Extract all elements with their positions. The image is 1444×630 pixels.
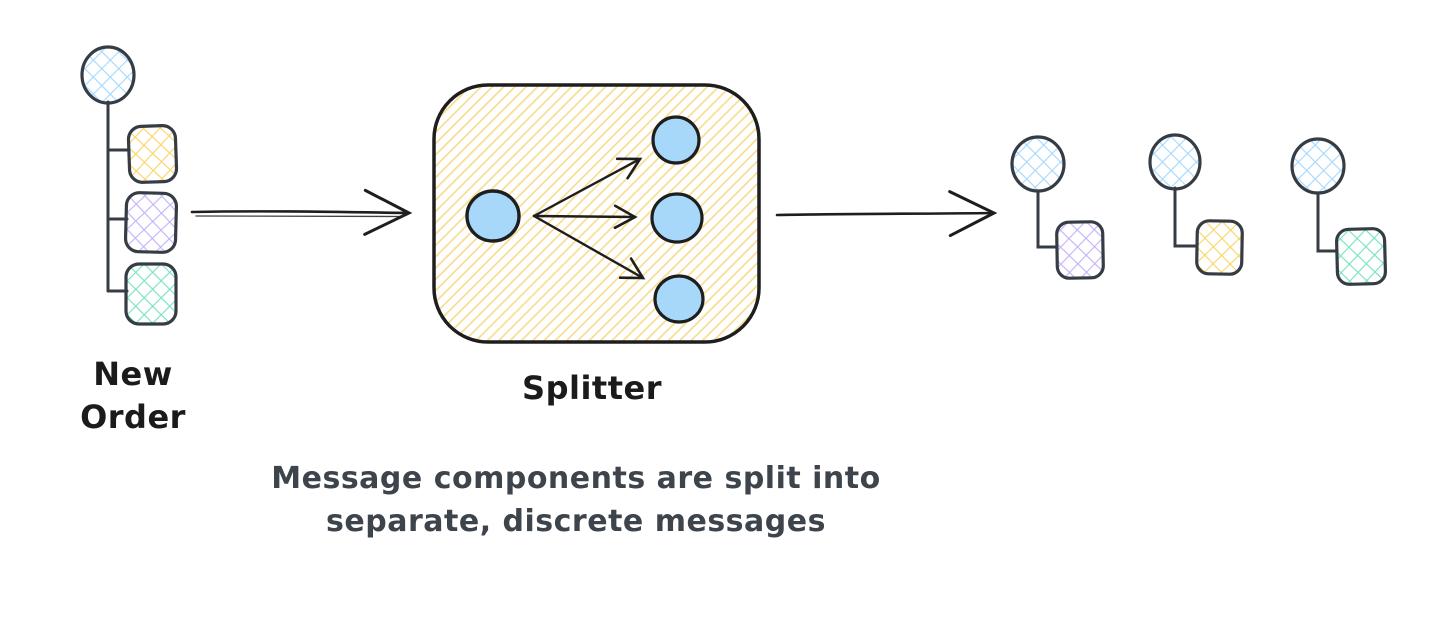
output-message-purple: [1010, 135, 1105, 280]
fan-arrow-bottom: [532, 214, 646, 280]
caption: Message components are split into separa…: [271, 461, 880, 539]
output-message-1-connector: [1036, 189, 1059, 249]
fan-arrow-middle: [532, 204, 638, 230]
splitter-label: Splitter: [522, 369, 662, 407]
splitter-output-circle-middle: [650, 192, 704, 244]
output-message-green: [1290, 137, 1388, 286]
message-header-circle: [80, 45, 136, 105]
order-part-yellow: [126, 124, 179, 184]
caption-line1: Message components are split into: [271, 461, 880, 496]
new-order-message: New Order: [80, 45, 186, 436]
new-order-label-line2: Order: [80, 398, 186, 436]
splitter-node: Splitter: [432, 83, 761, 407]
input-arrow: [190, 188, 413, 236]
output-message-yellow: [1148, 133, 1244, 276]
message-tree-connector: [106, 100, 131, 293]
output-message-3-part-green: [1335, 227, 1388, 286]
caption-line2: separate, discrete messages: [326, 504, 826, 539]
input-arrow-line: [190, 188, 413, 236]
output-arrow: [775, 190, 998, 238]
splitter-fan-arrows: [532, 157, 646, 280]
output-message-1-header-circle: [1010, 135, 1066, 193]
order-part-purple: [123, 191, 179, 254]
splitter-output-circle-top: [651, 115, 701, 165]
output-arrow-line: [775, 190, 998, 238]
output-message-2-connector: [1173, 186, 1199, 248]
output-message-2-header-circle: [1148, 133, 1202, 191]
output-message-1-part-purple: [1055, 220, 1105, 280]
output-message-3-header-circle: [1290, 137, 1346, 195]
new-order-label-line1: New: [93, 355, 173, 393]
fan-arrow-top: [532, 157, 643, 218]
output-message-2-part-yellow: [1195, 219, 1244, 276]
input-arrow-sketch-stroke: [195, 215, 403, 218]
order-part-green: [124, 262, 178, 326]
splitter-output-circle-bottom: [653, 274, 705, 324]
splitter-input-circle: [465, 189, 521, 243]
output-message-3-connector: [1316, 191, 1339, 253]
